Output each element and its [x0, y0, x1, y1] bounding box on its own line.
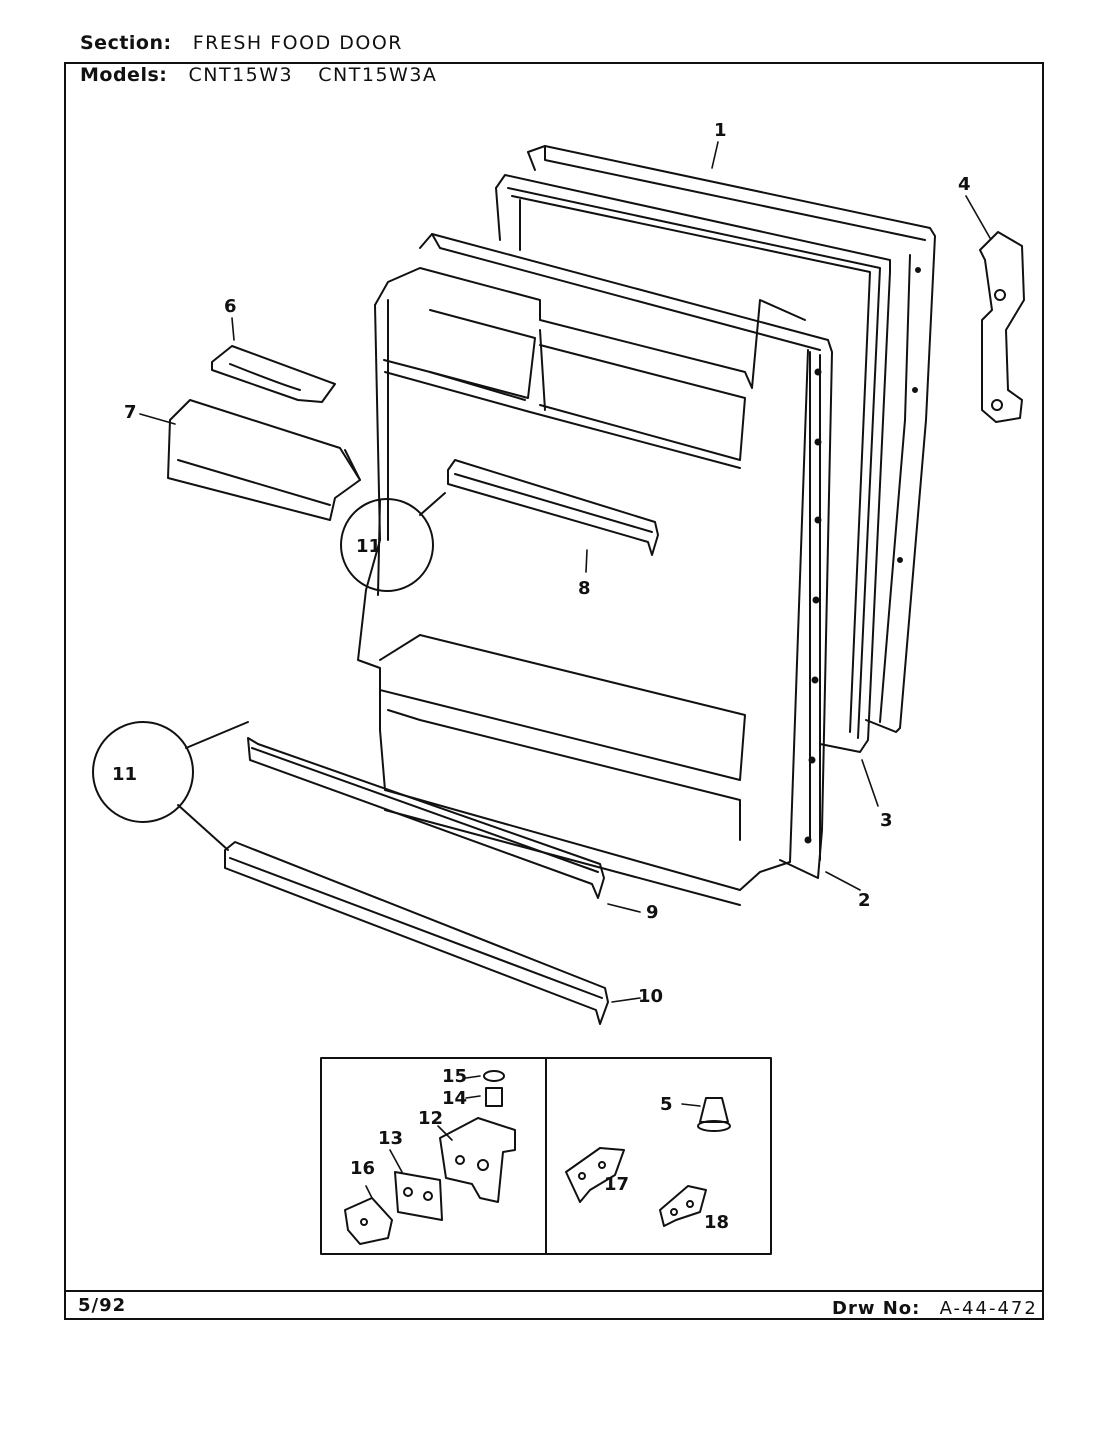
section-heading: Section: FRESH FOOD DOOR — [80, 32, 403, 54]
callout-18: 18 — [704, 1212, 730, 1233]
callout-1: 1 — [714, 120, 727, 141]
callout-14: 14 — [442, 1088, 468, 1109]
callout-16: 16 — [350, 1158, 376, 1179]
hinge-pin — [483, 1070, 505, 1107]
door-handle — [979, 231, 1025, 423]
shelf-clip-left — [565, 1147, 625, 1203]
models-label: Models: — [80, 64, 168, 86]
dairy-compartment — [167, 399, 361, 521]
leader-lines — [139, 141, 991, 1199]
section-label: Section: — [80, 32, 172, 54]
callout-2: 2 — [858, 890, 871, 911]
callout-4: 4 — [958, 174, 971, 195]
callout-9: 9 — [646, 902, 659, 923]
model-number: CNT15W3 — [188, 64, 294, 86]
dairy-door — [211, 345, 336, 403]
door-gasket — [495, 174, 891, 753]
drawing-number: Drw No: A-44-472 — [832, 1298, 1038, 1319]
footer-divider — [64, 1290, 1044, 1292]
callout-6: 6 — [224, 296, 237, 317]
callout-7: 7 — [124, 402, 137, 423]
hinge-bracket — [439, 1117, 516, 1203]
models-heading: Models: CNT15W3 CNT15W3A — [80, 64, 437, 86]
callout-5: 5 — [660, 1094, 673, 1115]
shelf-clip-right — [659, 1185, 707, 1227]
callout-13: 13 — [378, 1128, 404, 1149]
section-value: FRESH FOOD DOOR — [192, 32, 404, 54]
drawing-frame — [64, 62, 1044, 1320]
callout-15: 15 — [442, 1066, 468, 1087]
lower-shelf-bar — [247, 737, 605, 899]
drawing-number-value: A-44-472 — [939, 1298, 1038, 1319]
inner-door-liner — [357, 233, 833, 906]
callout-3: 3 — [880, 810, 893, 831]
hardware-inset — [320, 1057, 772, 1255]
revision-date: 5/92 — [78, 1295, 127, 1316]
detail-circle-upper — [340, 492, 446, 596]
callout-17: 17 — [604, 1174, 630, 1195]
shelf-bar — [447, 459, 659, 556]
callout-11: 11 — [112, 764, 138, 785]
drawing-number-label: Drw No: — [832, 1298, 921, 1319]
callout-12: 12 — [418, 1108, 444, 1129]
bottom-shelf-bar — [224, 841, 609, 1025]
detail-circle-lower — [92, 721, 249, 851]
callout-8: 8 — [578, 578, 591, 599]
hinge-plate — [344, 1197, 393, 1245]
callout-10: 10 — [638, 986, 664, 1007]
door-stop — [697, 1097, 731, 1132]
model-number: CNT15W3A — [318, 64, 438, 86]
hinge-shim — [394, 1171, 443, 1221]
outer-door-panel — [527, 145, 936, 733]
callout-11: 11 — [356, 536, 382, 557]
